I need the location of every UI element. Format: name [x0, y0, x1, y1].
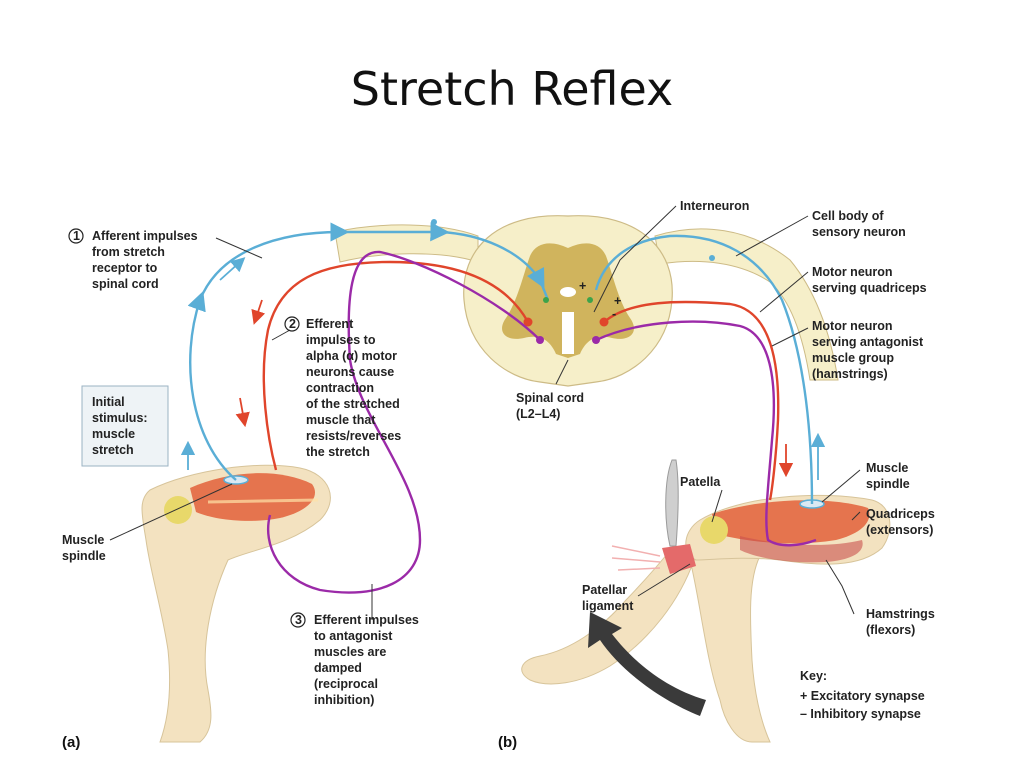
slide-title: Stretch Reflex	[350, 62, 674, 116]
leg-left	[141, 464, 331, 743]
label-afferent-4: spinal cord	[92, 277, 159, 291]
key-excitatory: + Excitatory synapse	[800, 689, 925, 703]
initial-stimulus-box	[81, 385, 169, 467]
excitatory-sign-2: +	[614, 294, 621, 308]
neural-pathways	[180, 219, 826, 594]
label-efferent-5: contraction	[306, 381, 374, 395]
leg-right	[521, 459, 891, 743]
label-efferent-2: impulses to	[306, 333, 376, 347]
step-1-number: 1	[73, 229, 80, 243]
label-spindle-b-2: spindle	[866, 477, 910, 491]
label-quadriceps-2: (extensors)	[866, 523, 933, 537]
panel-a-label: (a)	[62, 734, 80, 751]
label-damped-1: Efferent impulses	[314, 613, 419, 627]
label-spinal-cord-1: Spinal cord	[516, 391, 584, 405]
label-hamstrings-2: (flexors)	[866, 623, 915, 637]
label-damped-3: muscles are	[314, 645, 386, 659]
label-spindle-b-1: Muscle	[866, 461, 908, 475]
step-2-badge	[284, 316, 300, 332]
label-efferent-7: muscle that	[306, 413, 376, 427]
label-efferent-1: Efferent	[306, 317, 354, 331]
key-title: Key:	[800, 669, 827, 683]
label-efferent-4: neurons cause	[306, 365, 394, 379]
label-spindle-a-1: Muscle	[62, 533, 104, 547]
key-inhibitory: – Inhibitory synapse	[800, 707, 921, 721]
label-initial-1: Initial	[92, 395, 125, 409]
step-3-badge	[290, 612, 306, 628]
label-motor-ham-1: Motor neuron	[812, 319, 893, 333]
label-damped-2: to antagonist	[314, 629, 393, 643]
label-efferent-3: alpha (α) motor	[306, 349, 397, 363]
label-patella: Patella	[680, 475, 721, 489]
label-motor-ham-3: muscle group	[812, 351, 894, 365]
label-damped-5: (reciprocal	[314, 677, 378, 691]
label-efferent-9: the stretch	[306, 445, 370, 459]
leader-lines	[109, 205, 861, 620]
label-efferent-6: of the stretched	[306, 397, 400, 411]
label-initial-3: muscle	[92, 427, 135, 441]
label-initial-2: stimulus:	[92, 411, 148, 425]
label-afferent-3: receptor to	[92, 261, 158, 275]
label-motor-quad-1: Motor neuron	[812, 265, 893, 279]
excitatory-sign-1: +	[579, 279, 586, 293]
step-3-number: 3	[295, 613, 302, 627]
label-cell-body-2: sensory neuron	[812, 225, 906, 239]
label-motor-ham-2: serving antagonist	[812, 335, 924, 349]
label-patellar-lig-1: Patellar	[582, 583, 627, 597]
label-spindle-a-2: spindle	[62, 549, 106, 563]
label-efferent-8: resists/reverses	[306, 429, 401, 443]
label-spinal-cord-2: (L2–L4)	[516, 407, 560, 421]
step-2-number: 2	[289, 317, 296, 331]
label-damped-6: inhibition)	[314, 693, 374, 707]
panel-b-label: (b)	[498, 734, 517, 751]
label-afferent-2: from stretch	[92, 245, 165, 259]
label-patellar-lig-2: ligament	[582, 599, 634, 613]
label-interneuron: Interneuron	[680, 199, 749, 213]
label-motor-quad-2: serving quadriceps	[812, 281, 927, 295]
step-1-badge	[68, 228, 84, 244]
inhibitory-sign: -	[612, 307, 616, 321]
label-cell-body-1: Cell body of	[812, 209, 884, 223]
label-quadriceps-1: Quadriceps	[866, 507, 935, 521]
label-initial-4: stretch	[92, 443, 134, 457]
label-hamstrings-1: Hamstrings	[866, 607, 935, 621]
label-afferent-1: Afferent impulses	[92, 229, 198, 243]
label-damped-4: damped	[314, 661, 362, 675]
label-motor-ham-4: (hamstrings)	[812, 367, 888, 381]
